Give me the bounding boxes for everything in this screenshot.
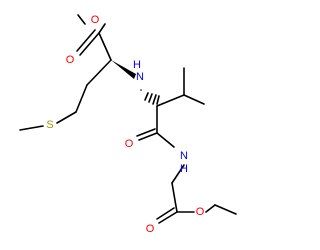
bond-carbonyl-calpha bbox=[98, 32, 112, 61]
molecule-structure: O O H N S O N H O O bbox=[19, 14, 237, 235]
bond-carbonyl-double-2 bbox=[76, 29, 96, 52]
bond-amidec-n bbox=[156, 132, 175, 148]
bond-o-ethyl bbox=[205, 204, 216, 213]
bond-cbeta-methyl-right bbox=[183, 94, 205, 105]
atom-o-ester2-single: O bbox=[196, 206, 205, 218]
bond-calpha-cbeta bbox=[86, 59, 112, 86]
bond-ethyl-ch3 bbox=[214, 204, 237, 215]
bond-carbonyl-double-1 bbox=[79, 32, 100, 56]
bond-cgamma-s bbox=[56, 111, 77, 124]
atom-o-ester1-carbonyl: O bbox=[66, 54, 75, 66]
bond-ester-double-1 bbox=[158, 211, 178, 224]
bond-layer bbox=[19, 14, 237, 224]
atom-h-amide: H bbox=[180, 163, 188, 175]
bond-s-methyl bbox=[19, 125, 44, 131]
bond-cbeta-cgamma bbox=[75, 84, 88, 113]
atom-o-amide: O bbox=[125, 138, 134, 150]
bond-ch2-esterc bbox=[171, 182, 178, 213]
bond-amide-double-1 bbox=[138, 132, 158, 141]
atom-s-thioether: S bbox=[46, 119, 53, 131]
bond-methyl-o bbox=[77, 14, 86, 25]
bond-o-carbonyl-c bbox=[98, 23, 106, 34]
bond-valalpha-cbeta bbox=[156, 94, 185, 107]
atom-o-ester2-carbonyl: O bbox=[146, 223, 155, 235]
bond-ester-double-2 bbox=[156, 207, 175, 220]
atom-n-amide: N bbox=[180, 150, 188, 162]
atom-n-amine: N bbox=[136, 71, 144, 83]
atom-h-amine: H bbox=[133, 59, 141, 71]
bond-hash-valalpha-n bbox=[144, 92, 160, 105]
atom-o-ester1-single: O bbox=[91, 14, 100, 26]
bond-n-ch2 bbox=[171, 164, 185, 184]
atom-label-layer: O O H N S O N H O O bbox=[46, 14, 204, 235]
bond-wedge-calpha-n bbox=[111, 60, 136, 79]
bond-amide-double-2 bbox=[136, 128, 156, 137]
